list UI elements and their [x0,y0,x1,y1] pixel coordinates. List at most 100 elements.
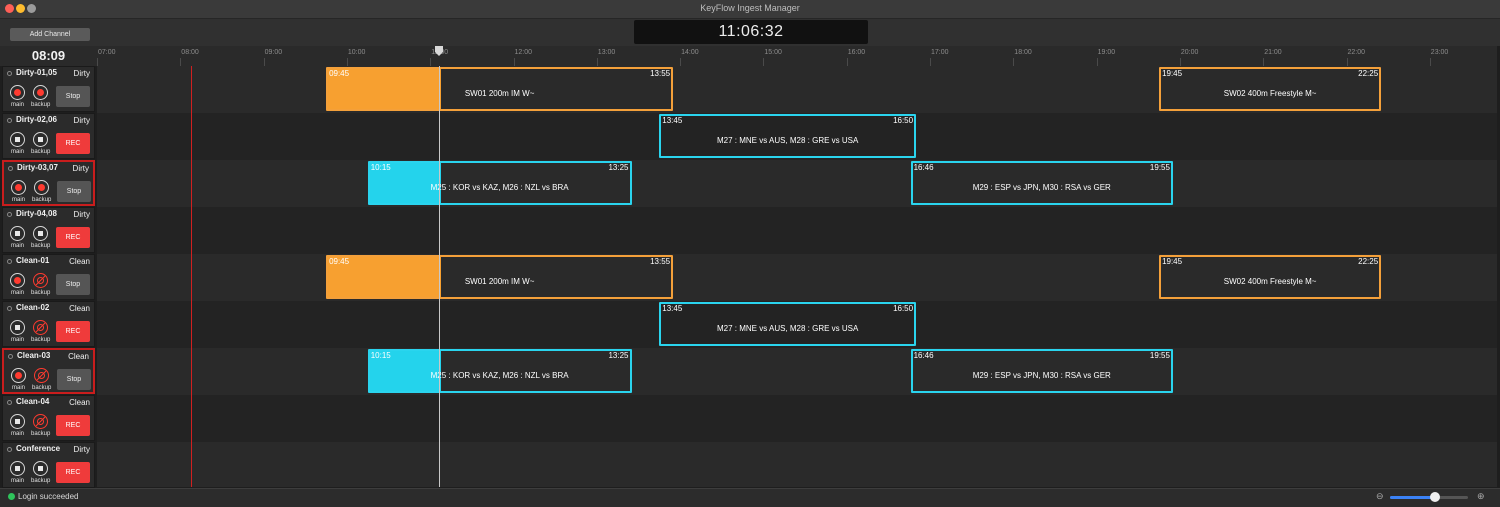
event-start-time: 10:15 [370,351,391,360]
ruler-tick-label: 09:00 [264,49,283,56]
stop-button[interactable]: Stop [56,274,90,295]
backup-disabled-icon[interactable] [33,273,48,288]
main-stopped-icon[interactable] [10,414,25,429]
backup-disabled-icon[interactable] [33,414,48,429]
backup-record-indicator-icon[interactable] [33,85,48,100]
timeline-row[interactable] [97,160,1497,207]
zoom-slider-knob[interactable] [1430,492,1441,502]
backup-stopped-icon[interactable] [33,226,48,241]
main-stopped-icon[interactable] [10,132,25,147]
event-start-time: 10:15 [370,163,391,172]
main-record-indicator-icon[interactable] [10,273,25,288]
close-window-button[interactable] [5,4,14,13]
backup-label: backup [31,243,51,249]
record-button[interactable]: REC [56,462,90,483]
ruler-tick [1179,58,1181,66]
timeline-row[interactable] [97,395,1497,442]
stop-button[interactable]: Stop [57,369,91,390]
ruler-tick-label: 10:00 [347,49,366,56]
timeline-row[interactable] [97,442,1497,487]
zoom-out-icon[interactable]: ⊖ [1376,491,1384,501]
stop-button[interactable]: Stop [56,86,90,107]
backup-label: backup [31,431,51,437]
main-label: main [11,149,25,155]
main-record-indicator-icon[interactable] [10,85,25,100]
minimize-window-button[interactable] [16,4,25,13]
ruler-tick [1013,58,1015,66]
event-progress-fill [328,257,441,297]
channel-type: Clean [69,257,90,266]
backup-stopped-icon[interactable] [33,132,48,147]
backup-record-indicator-icon[interactable] [34,180,49,195]
timeline-ruler[interactable] [97,46,1497,67]
playhead-handle-icon[interactable] [434,46,443,56]
main-stopped-icon[interactable] [10,226,25,241]
ruler-tick [930,58,931,66]
event-start-time: 09:45 [329,69,350,78]
channel-type: Dirty [73,210,90,219]
main-stopped-icon[interactable] [10,320,25,335]
ruler-tick-label: 08:00 [181,49,199,56]
marker-line [191,66,193,487]
elapsed-clock: 08:09 [0,46,97,66]
backup-disabled-icon[interactable] [34,368,49,383]
event-start-time: 13:45 [662,304,683,313]
event-title: M27 : MNE vs AUS, M28 : GRE vs USA [716,136,859,145]
main-stopped-icon[interactable] [10,461,25,476]
main-record-indicator-icon[interactable] [11,180,26,195]
record-button[interactable]: REC [56,321,90,342]
event-end-time: 22:25 [1358,69,1379,78]
zoom-in-icon[interactable]: ⊕ [1477,491,1485,501]
event-title: M25 : KOR vs KAZ, M26 : NZL vs BRA [430,183,569,192]
ruler-tick [1263,58,1265,66]
channel-status-icon [7,212,12,217]
backup-label: backup [31,478,51,484]
main-label: main [11,337,25,343]
ruler-tick-label: 07:00 [98,49,116,56]
zoom-slider[interactable] [1390,496,1468,499]
playhead-line [438,66,440,487]
main-record-indicator-icon[interactable] [11,368,26,383]
backup-disabled-icon[interactable] [33,320,48,335]
record-button[interactable]: REC [56,133,90,154]
channel-name: Clean-02 [16,303,50,312]
timeline-row[interactable] [97,348,1497,395]
event-start-time: 09:45 [329,257,350,266]
add-channel-button[interactable]: Add Channel [10,28,90,41]
main-label: main [11,102,25,108]
channel-status-icon [7,306,12,311]
title-bar: KeyFlow Ingest Manager [0,0,1500,19]
record-button[interactable]: REC [56,227,90,248]
timeline-row[interactable] [97,207,1497,254]
timeline-row[interactable] [97,301,1497,348]
main-label: main [11,243,25,249]
zoom-window-button[interactable] [27,4,36,13]
backup-label: backup [31,149,51,155]
channel-status-icon [7,400,12,405]
backup-stopped-icon[interactable] [33,461,48,476]
stop-button[interactable]: Stop [57,181,91,202]
timeline-row[interactable] [97,113,1497,160]
record-button[interactable]: REC [56,415,90,436]
ruler-tick-label: 14:00 [681,49,699,56]
